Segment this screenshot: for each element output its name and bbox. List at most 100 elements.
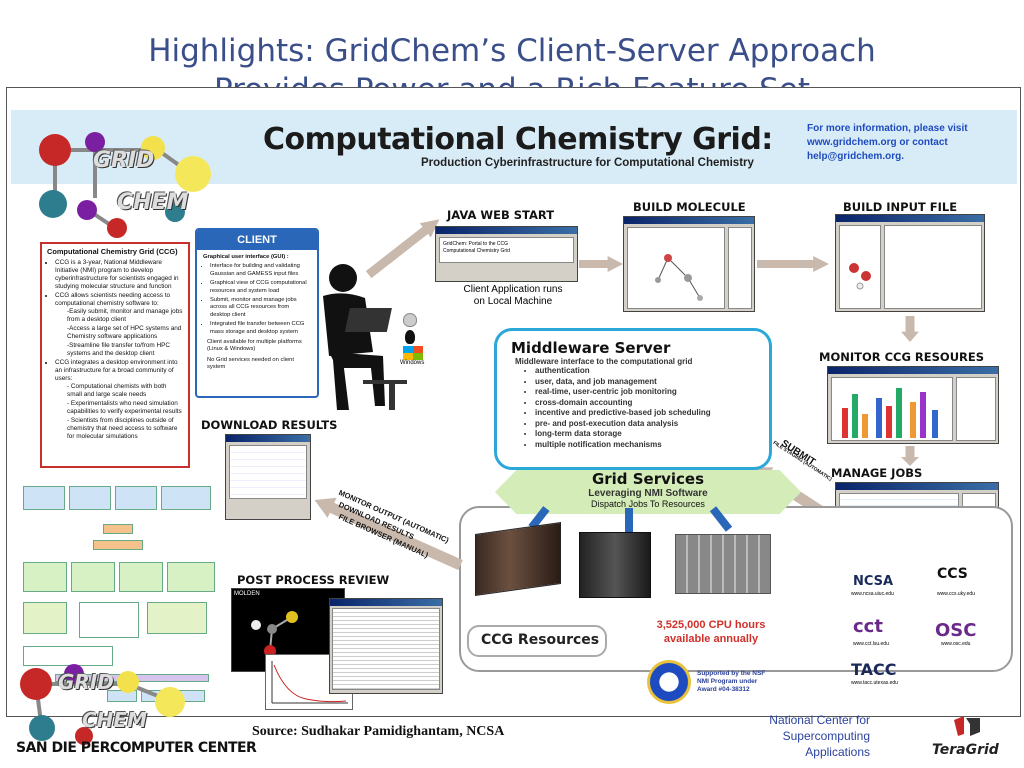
build-input-pane [839,225,881,309]
poster-subtitle: Production Cyberinfrastructure for Compu… [421,157,754,169]
ncsa-url: www.ncsa.uiuc.edu [851,591,894,597]
workflow-box [71,562,115,592]
middleware-item: real-time, user-centric job monitoring [535,387,755,398]
grid-services-text: Grid Services Leveraging NMI Software Di… [495,470,801,509]
ccg-bullet-text: CCG integrates a desktop environment int… [55,359,178,382]
build-molecule-window [623,216,755,312]
build-molecule-canvas [627,227,725,309]
ccg-bullet: CCG allows scientists needing access to … [55,292,183,358]
middleware-item: authentication [535,366,755,377]
build-input-titlebar [836,215,984,222]
apple-icon [403,313,417,327]
jws-window-titlebar [436,227,577,234]
grid-services-line2: Dispatch Jobs To Resources [591,499,705,509]
info-line: www.gridchem.org or contact [807,137,948,148]
jws-caption-line: Client Application runs [463,284,563,295]
tacc-logo: TACC [851,660,897,679]
cct-url: www.cct.lsu.edu [853,641,889,647]
cpu-hours: 3,525,000 CPU hours available annually [631,618,791,646]
ccg-box-heading: Computational Chemistry Grid (CCG) [47,247,178,256]
osc-logo: OSC [935,620,977,641]
workflow-box [115,486,157,510]
ccg-sub-bullet: - Experimentalists who need simulation c… [67,400,182,415]
info-line: For more information, please visit [807,123,968,134]
client-bullet: Graphical view of CCG computational reso… [210,280,311,295]
ccg-sub-bullet: - Computational chemists with both small… [67,383,167,398]
nsf-line: Award #04-38312 [697,686,750,693]
output-text-pane [332,608,440,690]
monitor-side-pane [956,377,996,441]
slide-title-line1: Highlights: GridChem’s Client-Server App… [148,33,876,69]
ncsa-footer-line: Applications [805,745,870,759]
energy-plot-icon [271,661,348,704]
build-molecule-label: BUILD MOLECULE [633,200,746,214]
gridchem-logo: GRID CHEM [25,128,225,240]
middleware-item: long-term data storage [535,429,755,440]
ccs-url: www.ccs.uky.edu [937,591,975,597]
ncsa-logo: NCSA [853,574,894,589]
build-input-file-label: BUILD INPUT FILE [843,200,958,214]
middleware-title: Middleware Server [511,339,671,357]
middleware-item: cross-domain accounting [535,398,755,409]
workflow-box [79,602,139,638]
download-titlebar [226,435,310,442]
manage-jobs-label: MANAGE JOBS [831,466,923,480]
jws-caption: Client Application runs on Local Machine [443,284,583,308]
windows-label: Windows [400,360,425,366]
ccg-bullet: CCG is a 3-year, National Middleware Ini… [55,259,183,291]
arrow-dispatch-center [625,508,633,542]
client-gui-label: Graphical user interface (GUI) : [203,254,289,260]
arrow-jws-to-build [579,256,623,272]
linux-icon [405,330,415,344]
client-bullet: Integrated file transfer between CCG mas… [210,321,311,336]
build-input-window [835,214,985,312]
ncsa-footer-line: Supercomputing [782,729,870,743]
server-rack-1 [475,521,561,597]
user-at-laptop-icon [323,264,407,410]
ccg-resources-label: CCG Resources [481,632,600,648]
arrow-monitor-to-manage [901,446,919,466]
jws-caption-line: on Local Machine [473,296,553,307]
monitor-ccg-label: MONITOR CCG RESOURES [819,350,985,364]
client-body: Graphical user interface (GUI) : Interfa… [197,250,317,376]
arrow-build-to-input [757,256,829,272]
info-line: help@gridchem.org. [807,151,904,162]
monitor-window [827,366,999,444]
middleware-item: pre- and post-execution data analysis [535,419,755,430]
ccg-info-box: Computational Chemistry Grid (CCG) CCG i… [40,242,190,468]
middleware-item: user, data, and job management [535,377,755,388]
ccg-bullet: CCG integrates a desktop environment int… [55,359,183,441]
middleware-item: incentive and predictive-based job sched… [535,408,755,419]
windows-icon [403,346,423,360]
nsf-logo: NSF [647,660,691,704]
build-molecule-titlebar [624,217,754,224]
nsf-line: NMI Program under [697,678,758,685]
ncsa-footer: National Center for Supercomputing Appli… [740,712,870,760]
workflow-box [23,646,113,666]
workflow-box [23,602,67,634]
download-results-label: DOWNLOAD RESULTS [201,418,338,432]
monitor-bar-chart-icon [842,388,938,438]
workflow-box [23,562,67,592]
cct-logo: cct [853,616,883,637]
build-input-form [884,225,982,309]
ccg-sub-bullet: -Easily submit, monitor and manage jobs … [67,308,183,323]
arrow-input-to-monitor [901,316,919,342]
manage-jobs-titlebar [836,483,998,490]
logo-word-grid: GRID [93,148,155,173]
logo-word-chem: CHEM [117,190,189,215]
jws-window: GridChem: Portal to the CCG Computationa… [435,226,578,282]
ccg-sub-bullet: -Access a large set of HPC systems and C… [67,325,182,340]
workflow-box [103,524,133,534]
footer-gridchem-molecule-icon [20,664,185,745]
info-text: For more information, please visit www.g… [807,122,1017,164]
teragrid-icon [954,716,980,736]
teragrid-logo: TeraGrid [932,742,999,758]
nsf-logo-text: NSF [660,677,678,687]
client-bullet: Interface for building and validating Ga… [210,263,311,278]
grid-services-line1: Leveraging NMI Software [588,488,708,499]
download-window [225,434,311,520]
poster: Computational Chemistry Grid: Production… [6,87,1021,717]
workflow-box [161,486,211,510]
